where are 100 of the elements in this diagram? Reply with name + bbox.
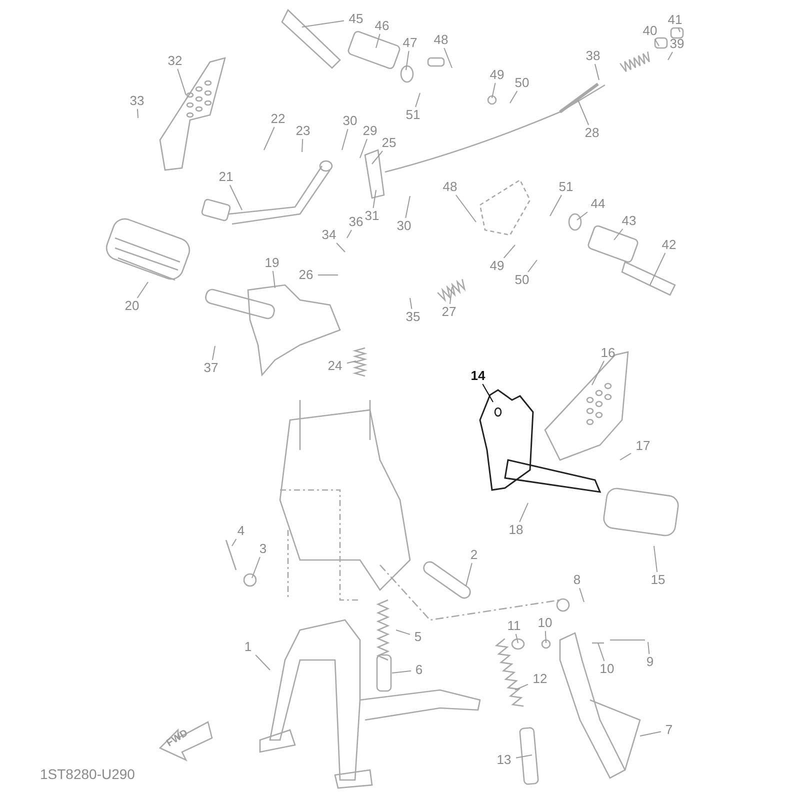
leader-line (576, 212, 588, 220)
leader-line (346, 230, 352, 238)
callout-number: 35 (404, 310, 422, 324)
leader-line (346, 360, 356, 364)
callout-number: 23 (294, 124, 312, 138)
callout-number: 14 (470, 369, 486, 383)
callout-number: 31 (364, 209, 380, 223)
callout-number: 15 (650, 573, 666, 587)
callout-number: 44 (590, 197, 606, 211)
callout-number: 9 (645, 655, 655, 669)
callout-number: 27 (440, 305, 458, 319)
leader-line (372, 190, 376, 208)
callout-number: 43 (620, 214, 638, 228)
leader-line (592, 360, 604, 386)
callout-number: 18 (508, 523, 524, 537)
drawing-code: 1ST8280-U290 (40, 766, 135, 782)
callout-number: 51 (404, 108, 422, 122)
callout-number: 7 (664, 723, 674, 737)
leader-line (372, 150, 384, 164)
leader-line (302, 138, 304, 152)
leader-line (640, 731, 662, 736)
leader-line (415, 92, 420, 108)
callout-number: 34 (320, 228, 338, 242)
callout-number: 42 (660, 238, 678, 252)
leader-line (516, 754, 532, 758)
leader-line (302, 20, 344, 28)
leader-line (503, 244, 516, 258)
callout-number: 40 (642, 24, 658, 38)
callout-number: 49 (488, 68, 506, 82)
callout-number: 38 (584, 49, 602, 63)
leader-line (648, 642, 650, 654)
leader-line (410, 298, 412, 310)
callout-number: 37 (202, 361, 220, 375)
direction-label: FWD (164, 728, 190, 750)
callout-number: 10 (598, 662, 616, 676)
callout-number: 32 (166, 54, 184, 68)
callout-number: 4 (236, 524, 246, 538)
callout-number: 30 (342, 114, 358, 128)
leader-line (654, 38, 660, 46)
leader-line (620, 452, 632, 460)
leader-line (360, 138, 368, 158)
leader-line (255, 654, 270, 670)
leader-line (614, 228, 624, 240)
leader-line (455, 194, 476, 222)
callout-number: 17 (634, 439, 652, 453)
callout-number: 36 (348, 215, 364, 229)
callout-number: 49 (488, 259, 506, 273)
leader-line (510, 90, 518, 104)
leader-line (514, 684, 528, 690)
callout-number: 3 (258, 542, 268, 556)
callout-number: 6 (414, 663, 424, 677)
leader-line (136, 108, 138, 118)
callout-number: 48 (442, 180, 458, 194)
leader-line (252, 556, 260, 578)
callout-number: 26 (298, 268, 314, 282)
callout-number: 21 (218, 170, 234, 184)
leader-line (136, 282, 148, 298)
leader-line (519, 502, 528, 522)
leader-line (482, 384, 494, 402)
leader-line (650, 252, 666, 286)
leader-line (528, 260, 538, 272)
leader-line (229, 184, 242, 210)
leader-line (550, 194, 562, 216)
leader-line (272, 270, 276, 288)
callout-number: 25 (380, 136, 398, 150)
callout-number: 24 (326, 359, 344, 373)
leader-line (212, 346, 216, 360)
callout-number: 33 (128, 94, 146, 108)
leader-line (405, 196, 410, 218)
callout-number: 2 (469, 548, 479, 562)
leader-line (376, 34, 380, 48)
leader-line (678, 28, 680, 32)
callout-number: 47 (402, 36, 418, 50)
leader-line (654, 546, 658, 572)
callout-number: 48 (432, 33, 450, 47)
callout-number: 22 (270, 112, 286, 126)
leader-line (342, 128, 348, 150)
leader-line (264, 126, 275, 150)
callout-number: 30 (396, 219, 412, 233)
callout-number: 46 (374, 19, 390, 33)
leader-line (444, 48, 452, 68)
callout-number: 1 (243, 640, 253, 654)
callout-number: 45 (348, 12, 364, 26)
callout-number: 28 (584, 126, 600, 140)
callout-number: 41 (666, 13, 684, 27)
leader-line (668, 52, 673, 60)
leader-line (515, 634, 518, 644)
leader-line (232, 538, 237, 546)
leader-line (492, 82, 496, 98)
callout-number: 16 (600, 346, 616, 360)
callout-number: 20 (124, 299, 140, 313)
leader-line (598, 642, 605, 662)
callout-number: 50 (514, 76, 530, 90)
leader-line (544, 630, 546, 644)
callout-number: 5 (413, 630, 423, 644)
callout-number: 12 (532, 672, 548, 686)
leader-line (336, 242, 346, 252)
leader-line (579, 588, 584, 602)
callout-number: 39 (668, 37, 686, 51)
leader-line (406, 50, 410, 70)
